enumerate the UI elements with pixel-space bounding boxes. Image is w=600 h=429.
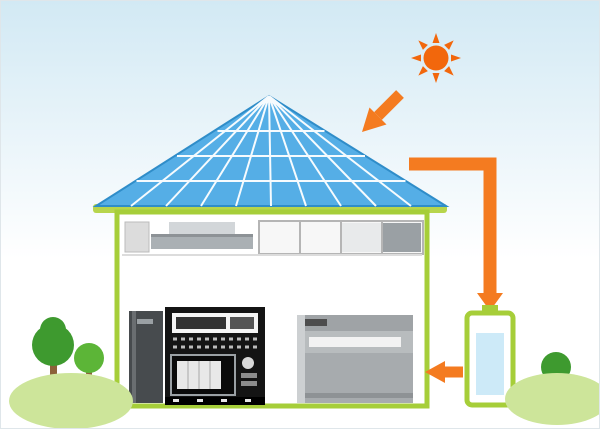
house — [114, 209, 430, 409]
control-knob — [242, 357, 254, 369]
battery-to-house-arrow-icon — [425, 361, 463, 383]
small-window — [124, 221, 150, 253]
sun-icon — [411, 33, 461, 83]
microwave-door — [170, 354, 236, 396]
second-floor-windows — [122, 220, 424, 256]
dishwasher — [297, 315, 413, 403]
battery-icon — [464, 305, 516, 408]
battery-cap — [482, 305, 498, 315]
range-hood — [151, 222, 253, 249]
power-to-battery-arrow-icon — [409, 157, 503, 311]
sunlight-arrow-icon — [362, 90, 404, 132]
sun-rays — [411, 33, 461, 83]
right-bush — [505, 373, 599, 425]
oven-microwave-unit — [165, 307, 265, 405]
tree-foliage — [74, 343, 104, 373]
fridge-cabinet — [129, 311, 163, 403]
solar-panel-grid — [130, 95, 412, 207]
left-bush — [9, 373, 133, 428]
battery-charge-level — [476, 333, 504, 395]
kitchen-appliances — [129, 307, 413, 405]
tree-foliage — [32, 324, 74, 366]
sun-disc — [423, 45, 449, 71]
solar-panel-roof — [92, 94, 450, 207]
window-row — [258, 220, 424, 255]
left-trees — [32, 317, 104, 405]
floor-divider — [122, 254, 422, 256]
dishwasher-display — [305, 319, 327, 326]
dishwasher-handle — [309, 337, 401, 347]
